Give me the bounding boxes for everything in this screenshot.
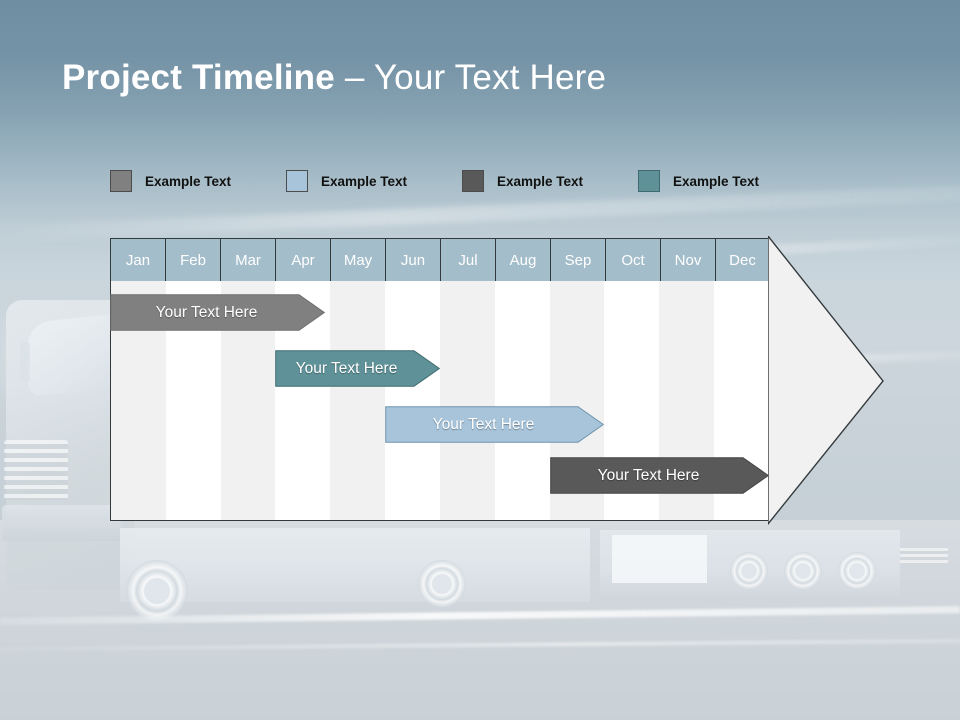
timeline-month-cell[interactable]: Nov <box>660 239 715 282</box>
timeline-grid-column <box>330 281 386 520</box>
legend-label: Example Text <box>673 173 760 189</box>
legend-swatch-icon <box>638 170 660 192</box>
task-bar-arrow-icon <box>550 457 769 494</box>
legend-item-1[interactable]: Example Text <box>110 168 231 194</box>
timeline-grid-column <box>439 281 495 520</box>
timeline-month-cell[interactable]: Feb <box>165 239 220 282</box>
task-bar-label: Your Text Here <box>155 303 258 321</box>
timeline-month-cell[interactable]: Apr <box>275 239 330 282</box>
timeline-month-cell[interactable]: Mar <box>220 239 275 282</box>
background-road <box>0 520 960 720</box>
timeline-month-cell[interactable]: Jul <box>440 239 495 282</box>
background-truck-wheel <box>784 552 822 590</box>
timeline-month-cell[interactable]: Jun <box>385 239 440 282</box>
background-truck-wheel <box>126 560 188 622</box>
timeline-month-cell[interactable]: Jan <box>110 239 165 282</box>
page-title-bold: Project Timeline <box>62 58 335 97</box>
timeline-month-cell[interactable]: Sep <box>550 239 605 282</box>
legend-label: Example Text <box>145 173 232 189</box>
task-bar-label: Your Text Here <box>295 359 398 377</box>
legend-item-2[interactable]: Example Text <box>286 168 407 194</box>
background-trailer-vent <box>900 548 948 564</box>
timeline-month-cell[interactable]: Oct <box>605 239 660 282</box>
background-truck-grille <box>4 440 68 500</box>
legend-item-4[interactable]: Example Text <box>638 168 759 194</box>
legend-swatch-icon <box>286 170 308 192</box>
timeline-grid-column <box>494 281 550 520</box>
timeline-grid-column <box>385 281 440 520</box>
task-bar-arrow-icon <box>385 406 604 443</box>
timeline-direction-arrow <box>768 236 884 526</box>
background-truck-wheel <box>838 552 876 590</box>
legend-swatch-icon <box>110 170 132 192</box>
timeline-task-bar-2[interactable]: Your Text Here <box>275 350 440 387</box>
timeline-task-bar-3[interactable]: Your Text Here <box>385 406 604 443</box>
legend-item-3[interactable]: Example Text <box>462 168 583 194</box>
task-bar-label: Your Text Here <box>432 415 535 433</box>
background-truck-wheel <box>418 560 466 608</box>
page-title-light: – Your Text Here <box>334 58 607 97</box>
background-road-stripe <box>0 638 960 652</box>
timeline-month-cell[interactable]: Dec <box>715 239 770 282</box>
task-bar-label: Your Text Here <box>597 466 700 484</box>
background-trailer-panel <box>612 535 707 583</box>
timeline-month-cell[interactable]: May <box>330 239 385 282</box>
page-title: Project Timeline – Your Text Here <box>62 58 606 98</box>
background-truck-wheel <box>730 552 768 590</box>
background-road-stripe <box>0 606 960 625</box>
legend: Example Text Example Text Example Text Exam… <box>110 168 830 194</box>
background-trailer-rear <box>600 530 900 596</box>
legend-swatch-icon <box>462 170 484 192</box>
timeline-task-bar-1[interactable]: Your Text Here <box>110 294 325 331</box>
legend-label: Example Text <box>497 173 584 189</box>
background-trailer-body <box>120 528 590 602</box>
timeline-task-bar-4[interactable]: Your Text Here <box>550 457 769 494</box>
background-truck-bumper <box>2 505 122 541</box>
timeline-month-cell[interactable]: Aug <box>495 239 550 282</box>
legend-label: Example Text <box>321 173 408 189</box>
background-truck-mirror <box>20 342 30 382</box>
